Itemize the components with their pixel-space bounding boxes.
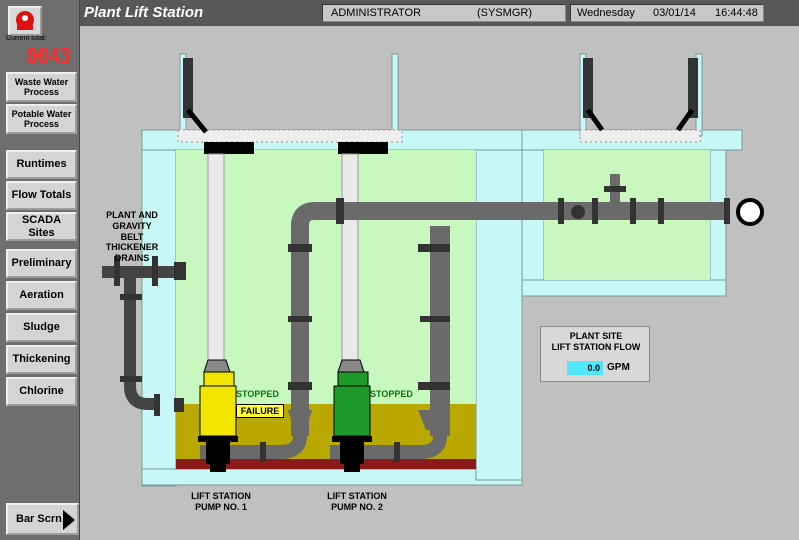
pipe-flange [154, 394, 160, 416]
pipe-flange [604, 186, 626, 192]
pipe-flange [420, 316, 450, 322]
drain-down-pipe [124, 278, 160, 410]
pipe-flange [120, 294, 142, 300]
guide-rail-1 [207, 153, 225, 365]
bottom-slab [141, 468, 523, 486]
pipe-flange [658, 198, 664, 224]
page-title: Plant Lift Station [84, 4, 204, 21]
pipe-flange [152, 256, 158, 286]
scada-sites-button[interactable]: SCADA Sites [6, 212, 77, 241]
pump1-label-line-2: PUMP NO. 1 [195, 501, 247, 512]
date-text: 03/01/14 [653, 7, 696, 19]
reducer [288, 410, 312, 430]
pump1-alarm: FAILURE [236, 404, 284, 418]
check-valve-icon [571, 205, 585, 219]
rail-mount [338, 142, 388, 154]
bar-scrn-button[interactable]: Bar Scrn [6, 503, 79, 535]
potable-water-process-button[interactable]: Potable Water Process [6, 104, 77, 134]
drain-inlet-pipe [102, 266, 182, 278]
hatch-hinge [585, 108, 605, 132]
flow-panel-title-1: PLANT SITE [569, 331, 623, 341]
pipe-flange [558, 198, 564, 224]
user-name: ADMINISTRATOR [331, 7, 422, 19]
left-wall [141, 149, 177, 487]
flow-unit: GPM [607, 362, 630, 373]
pump2-label-line-1: LIFT STATION [327, 491, 387, 501]
pipe-flange [592, 198, 598, 224]
pump2-label-line-2: PUMP NO. 2 [331, 501, 383, 512]
pipe-flange [418, 244, 450, 252]
pipe-flange [260, 442, 266, 462]
lift-station-schematic [102, 53, 764, 487]
alarm-bell-icon[interactable] [8, 6, 42, 36]
right-tank-bottom [521, 279, 727, 297]
discharge-header-pipe [291, 202, 730, 436]
pipe-flange [724, 198, 730, 224]
time-text: 16:44:48 [715, 7, 758, 19]
sludge-button[interactable]: Sludge [6, 313, 77, 342]
rail-mount [204, 142, 254, 154]
pump1-status: STOPPED [236, 389, 279, 399]
thickening-button[interactable]: Thickening [6, 345, 77, 374]
well-floor [176, 459, 476, 469]
pump2-status: STOPPED [370, 389, 413, 399]
sidebar: Current total: 0043 Waste Water Process … [0, 0, 80, 540]
pipe-flange [336, 198, 344, 224]
hatch-door [688, 58, 698, 118]
lift-station-flow-panel: PLANT SITE LIFT STATION FLOW 0.0 GPM [540, 326, 650, 382]
flow-panel-title-2: LIFT STATION FLOW [551, 342, 641, 352]
pipe-outlet-icon [736, 198, 764, 226]
runtimes-button[interactable]: Runtimes [6, 150, 77, 179]
pump2-riser-pipe [430, 226, 450, 436]
pipe-flange [114, 256, 120, 286]
hatch-hinge [675, 108, 695, 132]
counter-value: 0043 [26, 44, 71, 68]
header-bar: Plant Lift Station ADMINISTRATOR (SYSMGR… [80, 0, 799, 26]
pipe-flange [288, 244, 312, 252]
pipe-flange [418, 382, 450, 390]
pump-1[interactable] [198, 359, 238, 472]
datetime-box: Wednesday 03/01/14 16:44:48 [570, 4, 764, 22]
pipe-flange [630, 198, 636, 224]
pump-2[interactable] [332, 359, 372, 472]
drains-label-line-1: PLANT AND [106, 210, 158, 220]
chlorine-button[interactable]: Chlorine [6, 377, 77, 406]
hatch-cover [177, 129, 403, 143]
hatch-hinge [186, 108, 208, 134]
pipe-flange [120, 376, 142, 382]
pipe-flange [288, 382, 312, 390]
user-box: ADMINISTRATOR (SYSMGR) [322, 4, 566, 22]
user-role: (SYSMGR) [477, 7, 532, 19]
preliminary-button[interactable]: Preliminary [6, 249, 77, 278]
pipe-flange [174, 398, 184, 412]
pump1-discharge-elbow [200, 435, 307, 459]
pump2-discharge-elbow [330, 435, 447, 459]
flow-totals-button[interactable]: Flow Totals [6, 181, 77, 210]
hatch-door [183, 58, 193, 118]
reducer [418, 410, 450, 430]
waste-water-process-button[interactable]: Waste Water Process [6, 72, 77, 102]
drains-label-line-2: GRAVITY BELT [112, 220, 152, 242]
drains-label: PLANT AND GRAVITY BELT THICKENER DRAINS [100, 210, 164, 264]
guide-rail-2 [341, 153, 359, 365]
pump1-label-line-1: LIFT STATION [191, 491, 251, 501]
drains-label-line-3: THICKENER [105, 242, 159, 253]
hatch-cover [579, 129, 701, 143]
aeration-button[interactable]: Aeration [6, 281, 77, 310]
hatch-post [391, 53, 399, 137]
drains-label-line-4: DRAINS [114, 253, 150, 264]
pump1-label: LIFT STATION PUMP NO. 1 [176, 491, 266, 513]
flow-value: 0.0 [567, 361, 603, 375]
pipe-flange [288, 316, 312, 322]
day-text: Wednesday [577, 7, 635, 19]
middle-wall [475, 149, 523, 481]
bar-scrn-label: Bar Scrn [16, 513, 62, 525]
process-diagram: PLANT AND GRAVITY BELT THICKENER DRAINS … [80, 26, 799, 540]
arrow-right-icon [63, 510, 75, 530]
pump2-label: LIFT STATION PUMP NO. 2 [312, 491, 402, 513]
pipe-flange [174, 262, 186, 280]
counter-label: Current total: [6, 35, 47, 42]
hatch-door [583, 58, 593, 118]
pipe-flange [394, 442, 400, 462]
